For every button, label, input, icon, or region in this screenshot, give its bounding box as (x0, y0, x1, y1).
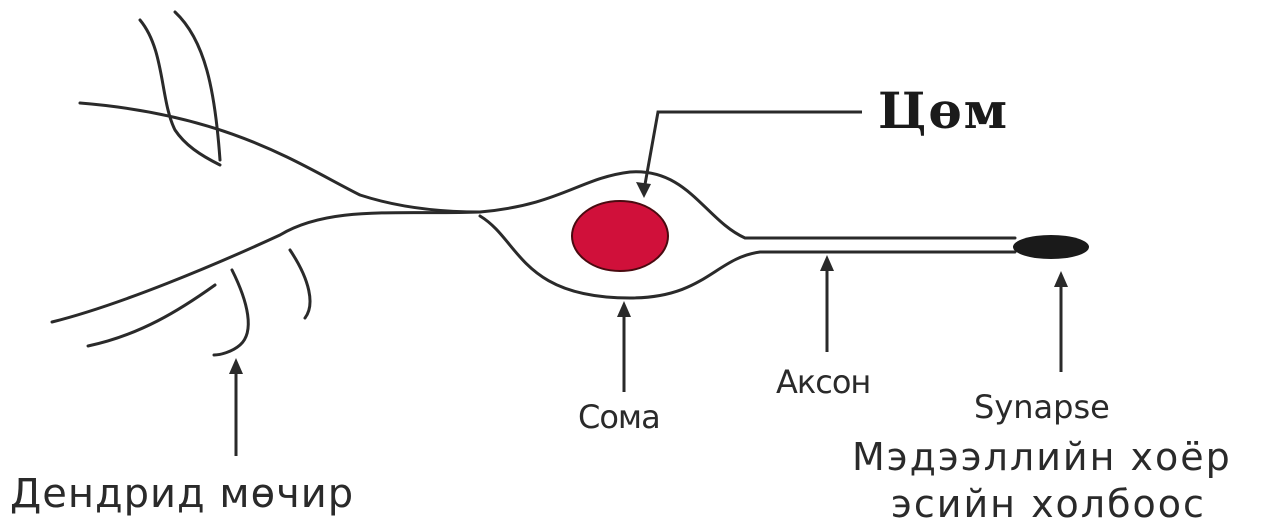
nucleus-shape (572, 201, 668, 271)
synapse-description-line1: Мэдээллийн хоёр (852, 438, 1232, 476)
dendrite-label: Дендрид мөчир (10, 474, 354, 514)
synapse-label: Synapse (974, 391, 1110, 423)
dendrite-lower (52, 212, 480, 355)
soma-label: Сома (578, 401, 660, 433)
axon-terminal (1013, 235, 1089, 259)
soma-body (480, 172, 1015, 298)
nucleus-pointer (644, 112, 862, 190)
soma-arrowhead (617, 301, 631, 317)
nucleus-arrowhead (636, 182, 651, 198)
synapse-description-line2: эсийн холбоос (891, 485, 1206, 523)
nucleus-label: Цөм (878, 86, 1009, 136)
axon-label: Аксон (776, 366, 870, 398)
synapse-arrowhead (1054, 271, 1068, 287)
dendrite-upper (80, 12, 480, 212)
axon-arrowhead (820, 255, 834, 271)
dendrite-arrowhead (229, 358, 243, 374)
